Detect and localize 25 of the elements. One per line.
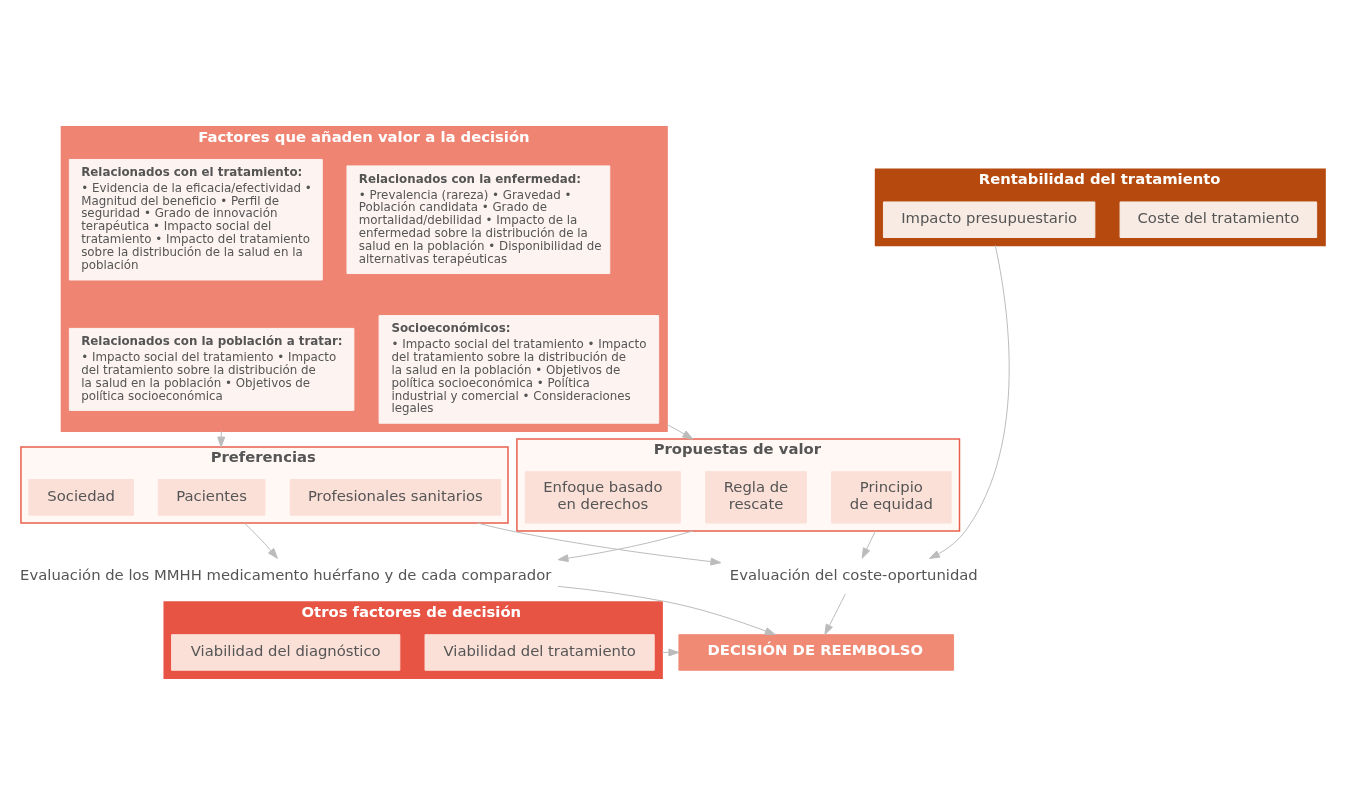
- node-box: Viabilidad del tratamiento: [424, 634, 655, 671]
- node-box: Profesionales sanitarios: [289, 479, 502, 516]
- node-box: Socioeconómicos: • Impacto social del tratamiento • Impacto del tratamiento sobre la distribución de la salud en la población • Objetivos de política socioeconómica • Política industrial y comercial • Consideraciones legales: [378, 315, 660, 424]
- node-box: Impacto presupuestario: [882, 201, 1096, 238]
- node-box: Viabilidad del diagnóstico: [171, 634, 401, 671]
- node-box: DECISIÓN DE REEMBOLSO: [678, 634, 955, 671]
- arrow: [476, 522, 722, 566]
- node-box: Coste del tratamiento: [1119, 201, 1318, 238]
- node-box: Relacionados con el tratamiento: • Evidencia de la eficacia/efectividad • Magnitud del beneficio • Perfil de seguridad • Grado de innovación terapéutica • Impacto social del tratamiento • Impacto del tratamiento sobre la distribución de la salud en la población: [68, 158, 323, 281]
- node-text: Evaluación de los MMHH medicamento huérfano y de cada comparador: [20, 565, 552, 583]
- arrow: [243, 522, 278, 559]
- node-box: Relacionados con la enfermedad: • Prevalencia (rareza) • Gravedad • Población candidata • Grado de mortalidad/debilidad • Impacto de la enfermedad sobre la distribución de la salud en la población • Disponibilidad de alternativas terapéuticas: [346, 165, 611, 275]
- arrow: [861, 530, 876, 559]
- node-box: Sociedad: [28, 479, 135, 516]
- arrow: [824, 593, 846, 635]
- node-text: Evaluación del coste-oportunidad: [729, 565, 978, 583]
- node-box: Enfoque basado en derechos: [524, 471, 681, 524]
- arrow: [666, 424, 694, 440]
- node-box: Relacionados con la población a tratar: • Impacto social del tratamiento • Impacto del tratamiento sobre la distribución de la salud en la población • Objetivos de política socioeconómica: [68, 327, 355, 411]
- node-box: Pacientes: [157, 479, 266, 516]
- node-box: Principio de equidad: [831, 471, 952, 524]
- node-box: Regla de rescate: [705, 471, 807, 524]
- arrow: [557, 585, 776, 636]
- arrow: [557, 530, 694, 563]
- arrow: [929, 244, 1010, 560]
